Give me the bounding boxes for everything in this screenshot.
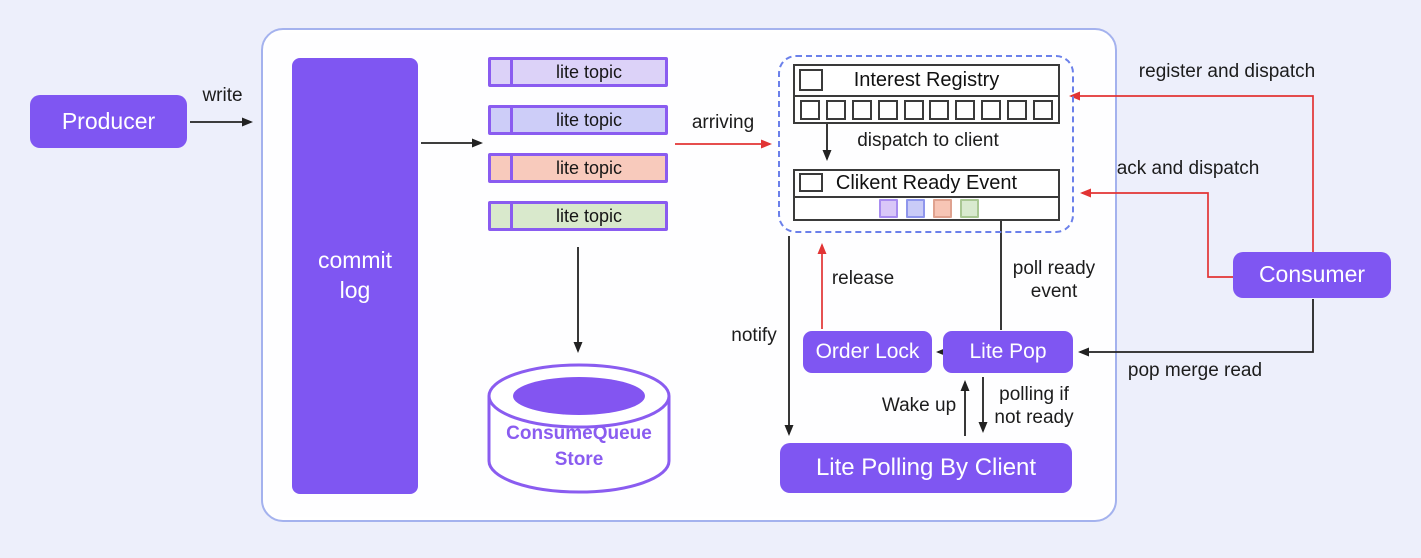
- ready-event-item-green: [960, 199, 979, 218]
- interest-registry-header: Interest Registry: [795, 66, 1058, 97]
- topic-label: lite topic: [555, 205, 623, 226]
- client-ready-event-header: Clikent Ready Event: [795, 171, 1058, 198]
- lite-topic-bar-1: lite topic: [488, 57, 668, 87]
- release-label: release: [831, 268, 895, 289]
- registry-slot: [851, 99, 872, 120]
- lite-polling-by-client-node: Lite Polling By Client: [780, 443, 1072, 493]
- consume-queue-store-label: ConsumeQueue Store: [506, 423, 652, 470]
- topic-label: lite topic: [555, 109, 623, 130]
- registry-slot: [877, 99, 898, 120]
- dispatch-region: [778, 55, 1074, 233]
- polling-if-not-ready-label: polling if not ready: [994, 384, 1074, 428]
- lite-topic-bar-2: lite topic: [488, 105, 668, 135]
- ready-event-item-orange: [933, 199, 952, 218]
- producer-node: Producer: [30, 95, 187, 148]
- table-icon: [799, 173, 823, 192]
- interest-registry-title: Interest Registry: [853, 69, 1000, 91]
- commit-log-node: commit log: [292, 58, 418, 494]
- write-label: write: [202, 85, 243, 106]
- registry-slot-row: [795, 97, 1058, 122]
- arriving-label: arriving: [691, 112, 755, 133]
- interest-registry-table: Interest Registry: [793, 64, 1060, 124]
- ready-event-item-purple: [879, 199, 898, 218]
- registry-slot: [1007, 99, 1027, 120]
- pop-merge-read-label: pop merge read: [1127, 360, 1263, 381]
- client-ready-event-table: Clikent Ready Event: [793, 169, 1060, 221]
- registry-slot: [981, 99, 1002, 120]
- registry-slot: [929, 99, 950, 120]
- wake-up-label: Wake up: [881, 395, 957, 416]
- registry-slot: [825, 99, 846, 120]
- lite-topic-bar-3: lite topic: [488, 153, 668, 183]
- registry-slot: [800, 99, 820, 120]
- table-icon: [799, 69, 823, 91]
- ready-event-item-blue: [906, 199, 925, 218]
- topic-segment: [491, 156, 513, 180]
- topic-label: lite topic: [555, 157, 623, 178]
- topic-segment: [491, 108, 513, 132]
- dispatch-to-client-label: dispatch to client: [857, 130, 999, 151]
- poll-ready-event-label: poll ready event: [1012, 258, 1096, 302]
- topic-segment: [491, 204, 513, 228]
- registry-slot: [955, 99, 976, 120]
- lite-pop-node: Lite Pop: [943, 331, 1073, 373]
- ready-event-row: [795, 198, 1058, 219]
- lite-topic-bar-4: lite topic: [488, 201, 668, 231]
- topic-label: lite topic: [555, 61, 623, 82]
- notify-label: notify: [731, 325, 777, 346]
- client-ready-event-title: Clikent Ready Event: [835, 172, 1018, 194]
- consumer-node: Consumer: [1233, 252, 1391, 298]
- ack-and-dispatch-label: ack and dispatch: [1116, 158, 1260, 179]
- topic-segment: [491, 60, 513, 84]
- order-lock-node: Order Lock: [803, 331, 932, 373]
- register-and-dispatch-label: register and dispatch: [1138, 61, 1316, 82]
- registry-slot: [1032, 99, 1053, 120]
- registry-slot: [903, 99, 924, 120]
